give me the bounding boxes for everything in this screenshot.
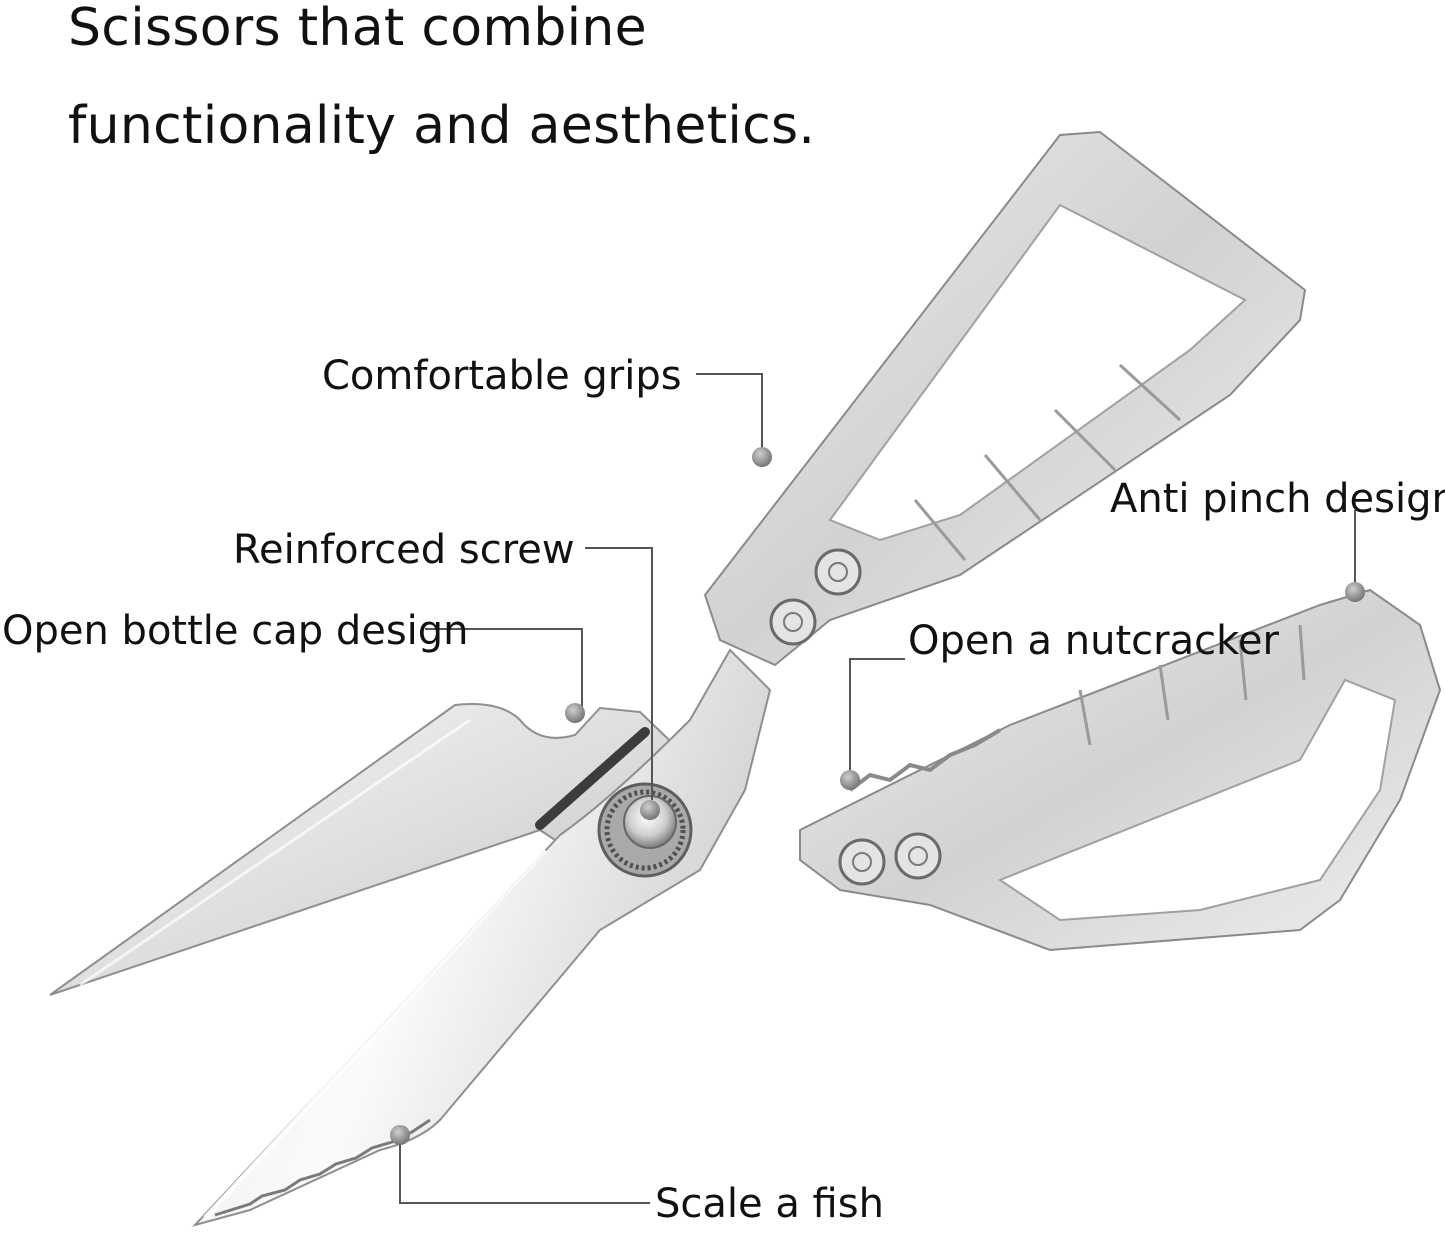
pivot-screw [597, 782, 693, 878]
leader-lines [399, 373, 1356, 1204]
lower-handle [799, 588, 1442, 952]
marker-dots [390, 447, 1365, 1145]
leader-line-screw [585, 547, 653, 800]
callout-open-nutcracker: Open a nutcracker [908, 618, 1279, 664]
leader-line-fish [399, 1135, 650, 1204]
callout-scale-fish: Scale a fish [655, 1181, 884, 1227]
marker-dot-nut [840, 770, 860, 790]
callout-anti-pinch: Anti pinch design [1110, 476, 1445, 522]
leader-line-bottle [425, 628, 583, 710]
marker-dot-screw [640, 800, 660, 820]
marker-dot-bottle [565, 703, 585, 723]
marker-dot-antipinch [1345, 582, 1365, 602]
callout-comfortable-grips: Comfortable grips [322, 353, 682, 399]
upper-blade [49, 703, 692, 996]
leader-line-nut [849, 658, 905, 780]
leader-line-grips [696, 373, 763, 455]
callout-open-bottle-cap: Open bottle cap design [2, 608, 469, 654]
upper-handle [703, 130, 1307, 667]
callout-reinforced-screw: Reinforced screw [233, 527, 575, 573]
headline-line-2: functionality and aesthetics. [68, 96, 816, 156]
headline-line-1: Scissors that combine [68, 0, 647, 58]
marker-dot-fish [390, 1125, 410, 1145]
marker-dot-grips [752, 447, 772, 467]
